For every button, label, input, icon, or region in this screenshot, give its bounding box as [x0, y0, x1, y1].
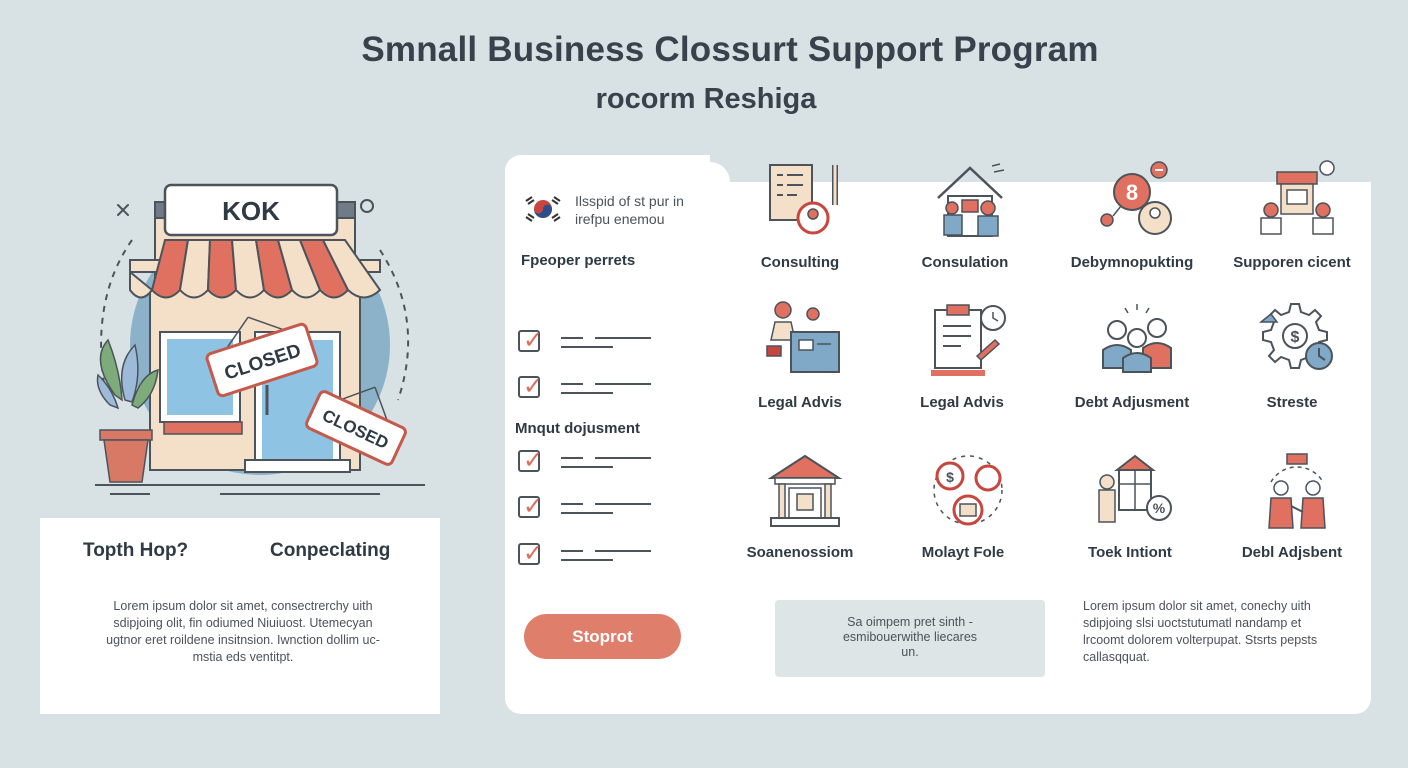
shop-percent-icon: %: [1098, 454, 1172, 523]
checkmark-icon: ✓: [523, 540, 544, 567]
description-line: callasqquat.: [1083, 650, 1150, 664]
support-button[interactable]: Stoprot: [524, 614, 681, 659]
bank-building-icon: [767, 454, 843, 527]
svg-text:%: %: [1153, 500, 1166, 516]
description-line: Lorem ipsum dolor sit amet, conechy uith: [1083, 599, 1311, 613]
section-label-1: Fpeoper perrets: [521, 252, 636, 269]
gear-clock-icon: $: [1258, 303, 1333, 370]
info-card-heading-right: Conpeclating: [270, 540, 391, 561]
checkmark-icon: ✓: [523, 493, 544, 520]
service-tile-consulting[interactable]: Consulting: [730, 160, 870, 280]
service-tile-legal-advis[interactable]: Legal Advis: [730, 300, 870, 420]
info-card: Topth Hop? Conpeclating Lorem ipsum dolo…: [40, 518, 440, 714]
section-label-2: Mnqut dojusment: [515, 420, 640, 437]
flag-caption-line: irefpu enemou: [575, 211, 665, 227]
service-label: Soanenossiom: [746, 544, 854, 561]
shop-people-icon: [1260, 160, 1335, 235]
checklist-item[interactable]: ✓: [518, 447, 678, 478]
flag-caption: Ilsspid of st pur in irefpu enemou: [575, 192, 684, 228]
info-card-line: sdipjoing olit, fin odiumed Niuiuost. Ut…: [113, 616, 373, 630]
service-label: Debymnopukting: [1070, 254, 1194, 271]
info-card-body: Lorem ipsum dolor sit amet, consectrerch…: [88, 598, 398, 666]
description-line: lrcoomt dolorem volterpupat. Stsrts peps…: [1083, 633, 1318, 647]
info-card-line: mstia eds ventitpt.: [192, 650, 294, 664]
closed-store-illustration: KOK CLOSED CLOSED: [80, 160, 440, 500]
checklist-item[interactable]: ✓: [518, 493, 678, 524]
service-label: Supporen cicent: [1233, 254, 1351, 271]
svg-text:8: 8: [1126, 180, 1138, 205]
potted-plant-icon: [96, 338, 159, 483]
service-tile-legal-advis-2[interactable]: Legal Advis: [892, 300, 1032, 420]
checkmark-icon: ✓: [523, 327, 544, 354]
service-label: Legal Advis: [920, 394, 1004, 411]
house-meeting-icon: [937, 163, 1005, 237]
note-line: un.: [901, 645, 919, 659]
description-text: Lorem ipsum dolor sit amet, conechy uith…: [1083, 598, 1353, 666]
korea-flag-icon: [522, 193, 564, 225]
service-label: Debl Adjsbent: [1241, 544, 1343, 561]
checkbox[interactable]: ✓: [518, 327, 543, 354]
checkbox[interactable]: ✓: [518, 540, 543, 567]
service-tile-streste[interactable]: $ Streste: [1222, 300, 1362, 420]
note-box: Sa oimpem pret sinth - esmibouerwithe li…: [775, 600, 1045, 677]
service-label: Molayt Fole: [921, 544, 1005, 561]
service-label: Streste: [1266, 394, 1318, 411]
info-card-heading-left: Topth Hop?: [83, 540, 189, 561]
checkbox[interactable]: ✓: [518, 447, 543, 474]
service-tile-debl-adjsbent[interactable]: Debl Adjsbent: [1222, 452, 1362, 572]
panel-tab-corner: [690, 162, 730, 182]
checkbox[interactable]: ✓: [518, 493, 543, 520]
desk-advisor-icon: [766, 301, 840, 373]
page-subtitle: rocorm Reshiga: [595, 83, 817, 115]
info-card-line: ugtnor eret roildene insitnsion. Iwnctio…: [106, 633, 380, 647]
service-label: Consulting: [760, 254, 840, 271]
group-people-icon: [1102, 304, 1172, 373]
svg-text:$: $: [1291, 329, 1300, 346]
checklist-item[interactable]: ✓: [518, 373, 678, 404]
checkmark-icon: ✓: [523, 447, 544, 474]
checkmark-icon: ✓: [523, 373, 544, 400]
service-label: Consulation: [921, 254, 1009, 271]
service-tile-soanenossiom[interactable]: Soanenossiom: [730, 452, 870, 572]
debt-network-icon: 8: [1100, 161, 1172, 235]
service-tile-debymnopukting[interactable]: 8 Debymnopukting: [1062, 160, 1202, 280]
flag-caption-line: Ilsspid of st pur in: [575, 193, 684, 209]
checklist-icon: [769, 164, 838, 235]
service-tile-debt-adjusment[interactable]: Debt Adjusment: [1062, 300, 1202, 420]
checklist-item[interactable]: ✓: [518, 540, 678, 571]
clipboard-clock-icon: [931, 304, 1006, 376]
description-line: sdipjoing slsi uoctstutumatl nandamp et: [1083, 616, 1302, 630]
info-card-line: Lorem ipsum dolor sit amet, consectrerch…: [113, 599, 373, 613]
service-label: Legal Advis: [758, 394, 842, 411]
note-line: esmibouerwithe liecares: [842, 630, 978, 644]
svg-text:$: $: [946, 469, 954, 485]
checkbox[interactable]: ✓: [518, 373, 543, 400]
service-tile-supporen-cicent[interactable]: Supporen cicent: [1222, 160, 1362, 280]
service-label: Debt Adjusment: [1074, 394, 1190, 411]
service-tile-molayt-fole[interactable]: $ Molayt Fole: [893, 452, 1033, 572]
gears-shop-icon: $: [933, 455, 1003, 526]
panel-tab-notch: [710, 155, 1371, 182]
note-line: Sa oimpem pret sinth -: [847, 615, 973, 629]
store-sign-text: KOK: [222, 196, 280, 226]
service-label: Toek Intiont: [1088, 544, 1172, 561]
service-tile-toek-intiont[interactable]: % Toek Intiont: [1060, 452, 1200, 572]
service-tile-consulation[interactable]: Consulation: [895, 160, 1035, 280]
checklist-item[interactable]: ✓: [518, 327, 678, 358]
people-cycle-icon: [1268, 453, 1326, 529]
page-title: Smnall Business Clossurt Support Program: [361, 30, 1099, 69]
